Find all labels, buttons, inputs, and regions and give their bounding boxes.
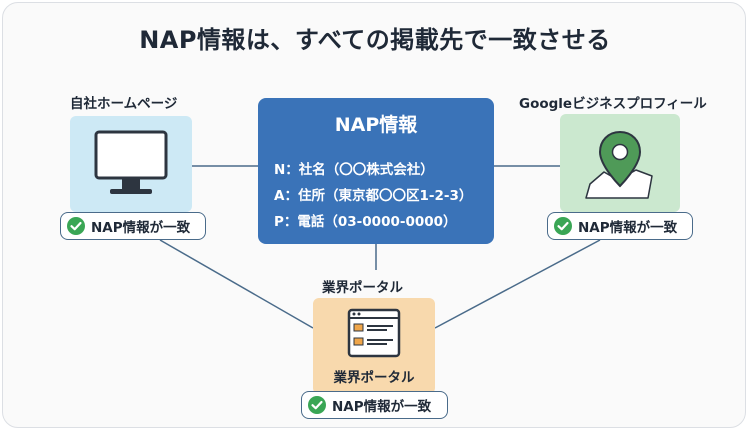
check-circle-icon: [554, 217, 572, 235]
portal-match-badge: NAP情報が一致: [301, 391, 448, 419]
check-circle-icon: [308, 396, 326, 414]
badge-text: NAP情報が一致: [91, 220, 191, 236]
google-tile: [560, 114, 680, 212]
desktop-monitor-icon: [94, 130, 168, 194]
web-page-icon: [347, 308, 401, 358]
connector-google-portal: [434, 239, 601, 329]
connector-home-portal: [159, 239, 314, 329]
badge-text: NAP情報が一致: [332, 399, 432, 415]
nap-line-phone: P：電話（03-0000-0000）: [274, 214, 457, 230]
portal-tile: [313, 298, 435, 394]
nap-info-card: NAP情報 N：社名（〇〇株式会社） A：住所（東京都〇〇区1-2-3） P：電…: [258, 98, 494, 244]
portal-label: 業界ポータル: [322, 280, 403, 296]
home-tile: [70, 116, 192, 212]
page-title: NAP情報は、すべての掲載先で一致させる: [139, 26, 611, 54]
nap-line-address: A：住所（東京都〇〇区1-2-3）: [274, 188, 473, 204]
portal-caption: 業界ポータル: [333, 370, 415, 386]
nap-heading: NAP情報: [334, 114, 418, 136]
google-match-badge: NAP情報が一致: [547, 212, 693, 240]
badge-text: NAP情報が一致: [578, 220, 678, 236]
check-circle-icon: [67, 217, 85, 235]
google-label: Googleビジネスプロフィール: [519, 96, 707, 112]
nap-line-name: N：社名（〇〇株式会社）: [274, 162, 434, 178]
map-pin-icon: [585, 130, 653, 199]
home-label: 自社ホームページ: [70, 96, 178, 112]
home-match-badge: NAP情報が一致: [60, 212, 206, 240]
